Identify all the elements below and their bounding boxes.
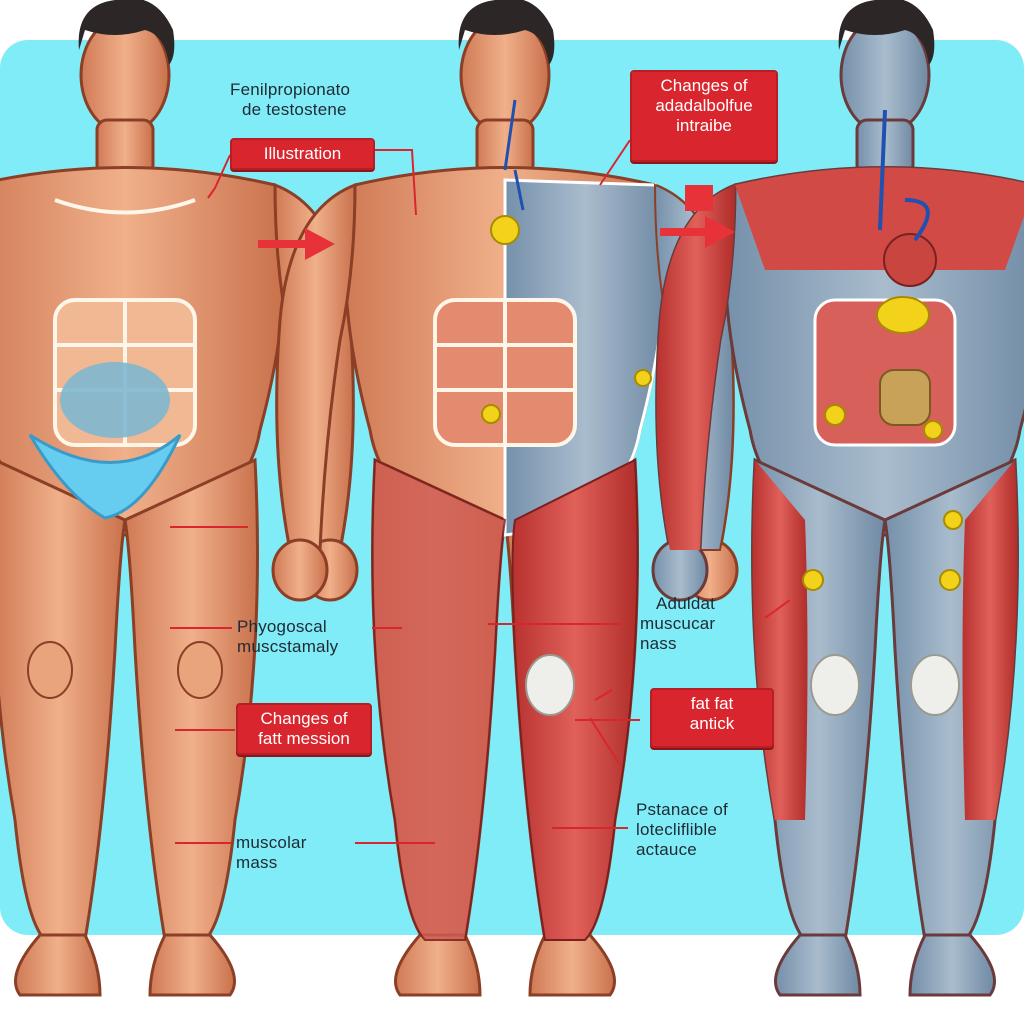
leader-lines: [170, 139, 791, 844]
liver-fat: [876, 296, 930, 334]
marker-square: [685, 185, 713, 211]
intestines: [879, 369, 931, 426]
figure-skin-surface: [0, 0, 359, 997]
adult-muscle-text: Aduldat muscucar nass: [640, 594, 716, 653]
arrow-right-icon: [660, 216, 735, 248]
knee-joint: [525, 654, 575, 716]
title-text: Fenilpropionato de testostene: [230, 80, 410, 120]
title-line-2: de testostene: [242, 100, 347, 119]
presence-text: Pstanace of lotecliflible actauce: [636, 800, 728, 859]
underwear: [28, 433, 182, 520]
changes-top-label: Changes of adadalbolfue intraibe: [630, 70, 778, 162]
fat-deposit: [490, 215, 520, 245]
heart: [883, 233, 937, 287]
figure-full-dissection: [651, 0, 1024, 997]
changes-fat-label: Changes of fatt mession: [236, 703, 372, 755]
belly-fat-area: [60, 362, 170, 438]
phys-muscle-text: Phyogoscal muscstamaly: [237, 617, 339, 656]
fat-label: fat fat antick: [650, 688, 774, 748]
arrow-right-icon: [258, 228, 335, 260]
muscle-mass-left-text: muscolar mass: [236, 833, 307, 872]
illustration-label: Illustration: [230, 138, 375, 170]
title-line-1: Fenilpropionato: [230, 80, 351, 99]
